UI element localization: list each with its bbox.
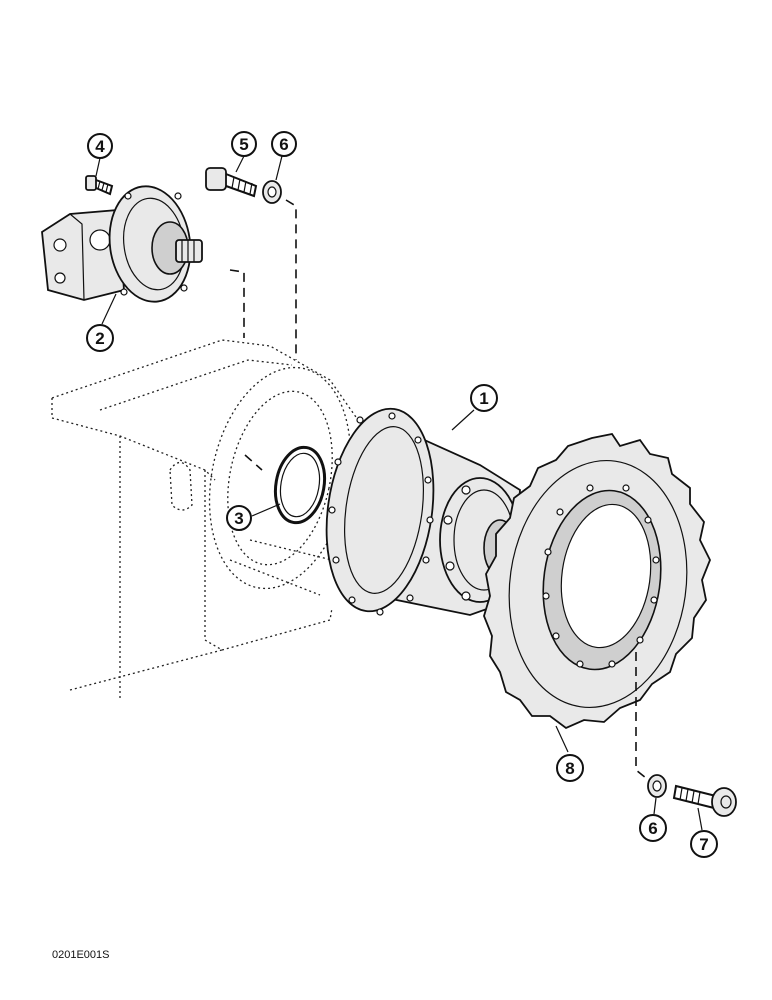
callout-6-top: 6 — [271, 131, 297, 157]
svg-text:5: 5 — [239, 135, 248, 154]
o-ring — [273, 445, 327, 525]
washer-6-bottom — [647, 774, 667, 798]
svg-text:6: 6 — [279, 135, 288, 154]
callout-4: 4 — [87, 133, 113, 159]
svg-text:7: 7 — [699, 835, 708, 854]
callout-2: 2 — [86, 324, 114, 352]
drawing-code: 0201E001S — [52, 949, 110, 961]
svg-text:2: 2 — [95, 329, 104, 348]
callout-8: 8 — [556, 754, 584, 782]
svg-text:1: 1 — [479, 389, 488, 408]
capscrew-5 — [205, 167, 258, 198]
sprocket-bolt-holes — [542, 484, 660, 668]
svg-text:4: 4 — [95, 137, 105, 156]
callout-6-bottom: 6 — [639, 814, 667, 842]
sprocket — [483, 432, 711, 730]
hydraulic-motor — [41, 185, 203, 303]
bolt-4 — [85, 175, 114, 196]
svg-text:8: 8 — [565, 759, 574, 778]
track-frame — [51, 339, 359, 700]
callout-7: 7 — [690, 830, 718, 858]
svg-text:3: 3 — [234, 509, 243, 528]
callout-3: 3 — [226, 505, 252, 531]
leader-lines — [95, 155, 703, 831]
capscrew-7 — [672, 784, 737, 817]
callout-1: 1 — [470, 384, 498, 412]
callout-5: 5 — [231, 131, 257, 157]
final-drive-bolt-holes — [328, 412, 434, 616]
washer-6-top — [262, 180, 282, 204]
svg-text:6: 6 — [648, 819, 657, 838]
alignment-lines — [229, 199, 647, 779]
